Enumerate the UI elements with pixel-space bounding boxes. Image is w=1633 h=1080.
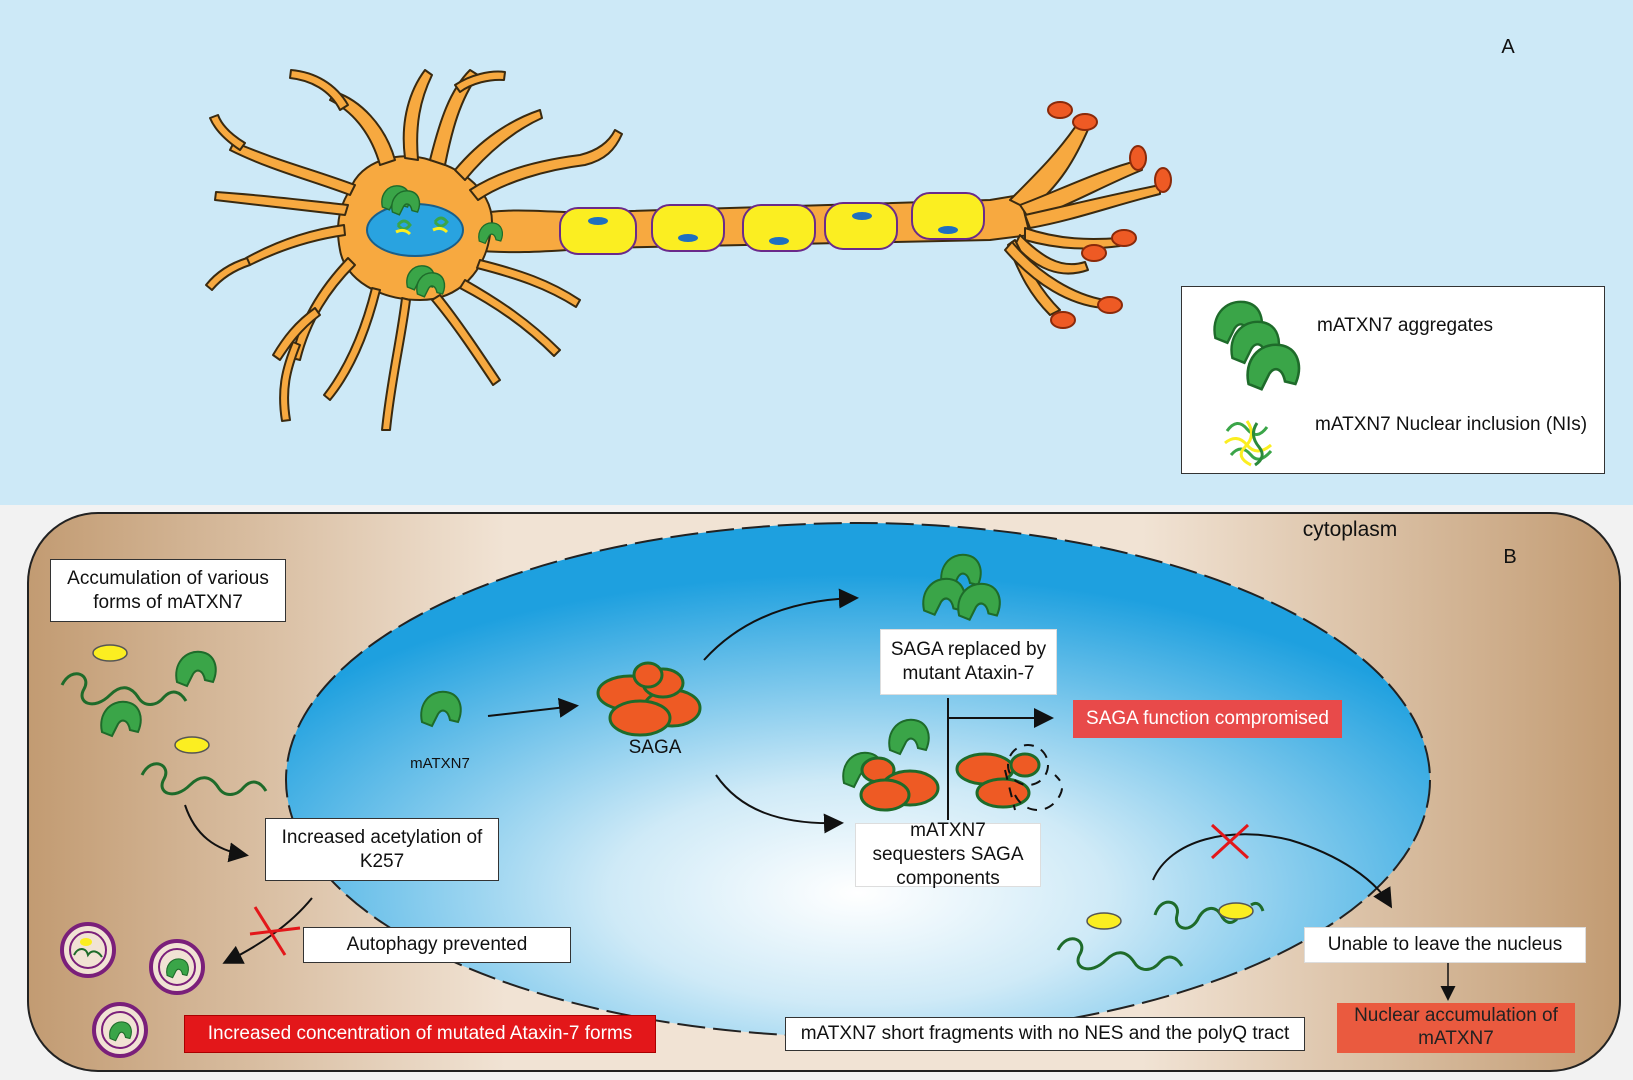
blocked-x-icon [1210, 823, 1250, 860]
legend-inclusion-label: mATXN7 Nuclear inclusion (NIs) [1315, 414, 1588, 435]
arrow-exit-blocked [1152, 833, 1393, 909]
legend-aggregates-label: mATXN7 aggregates [1317, 315, 1494, 336]
panel-letter-a: A [1501, 35, 1515, 58]
unable-leave-label: Unable to leave the nucleus [1304, 927, 1586, 963]
axon-terminals [1047, 101, 1172, 329]
arrow-to-replacement [703, 588, 859, 661]
accumulation-label: Accumulation of various forms of mATXN7 [50, 559, 286, 622]
dendrite [402, 69, 433, 161]
saga-complex [596, 661, 702, 737]
arrow-to-saga [487, 697, 579, 718]
dendrite [469, 129, 623, 201]
sequestered-complex [842, 718, 940, 812]
dendrite [454, 70, 506, 93]
saga-replaced-label: SAGA replaced by mutant Ataxin-7 [880, 629, 1057, 695]
autophagosomes [60, 922, 205, 1058]
dendrite [323, 287, 381, 401]
legend: mATXN7 aggregates mATXN7 Nuclear inclusi… [1181, 286, 1605, 474]
panel-letter-b: B [1503, 545, 1517, 568]
dendrite [454, 109, 543, 181]
dendrite [381, 297, 411, 431]
nuclear-inclusion-legend-icon [1224, 420, 1273, 467]
aggregates-legend-icon [1213, 300, 1301, 391]
short-fragments-label: mATXN7 short fragments with no NES and t… [785, 1017, 1305, 1051]
increased-concentration-label: Increased concentration of mutated Ataxi… [184, 1015, 656, 1053]
matxn7-label: mATXN7 [410, 754, 470, 772]
blocked-x-icon [249, 906, 301, 956]
saga-label: SAGA [628, 737, 682, 758]
dendrite [459, 279, 561, 357]
myelin-sheath [824, 202, 898, 250]
myelin-sheath [559, 207, 637, 255]
dendrite [279, 341, 301, 422]
dendrite [214, 191, 349, 216]
cytoplasm-label: cytoplasm [1302, 518, 1398, 541]
schwann-nuclei [588, 212, 958, 245]
dendrite [289, 69, 349, 111]
dendrite [209, 114, 246, 151]
myelin-sheath [742, 204, 816, 252]
myelin-sheaths [559, 192, 985, 255]
acetylation-label: Increased acetylation of K257 [265, 818, 499, 881]
myelin-sheath [651, 204, 725, 252]
matxn7-forms-cluster [60, 644, 268, 796]
terminal-branch [1024, 184, 1161, 229]
myelin-sheath [911, 192, 985, 240]
nuclear-inclusion-icon [395, 216, 449, 236]
autophagy-label: Autophagy prevented [303, 927, 571, 963]
sequesters-label: mATXN7 sequesters SAGA components [855, 820, 1041, 889]
dendrite [476, 259, 581, 308]
arrow-to-acetylation [184, 804, 249, 863]
short-fragments [1056, 900, 1265, 971]
dendrite [431, 294, 501, 386]
dendrite [205, 257, 251, 291]
disrupted-saga [955, 744, 1064, 811]
dendrite [429, 69, 479, 166]
saga-compromised-label: SAGA function compromised [1073, 700, 1342, 738]
nuclear-accumulation-label: Nuclear accumulation of mATXN7 [1337, 1003, 1575, 1053]
arrow-to-sequestration [715, 774, 844, 834]
dendrite [272, 307, 321, 361]
